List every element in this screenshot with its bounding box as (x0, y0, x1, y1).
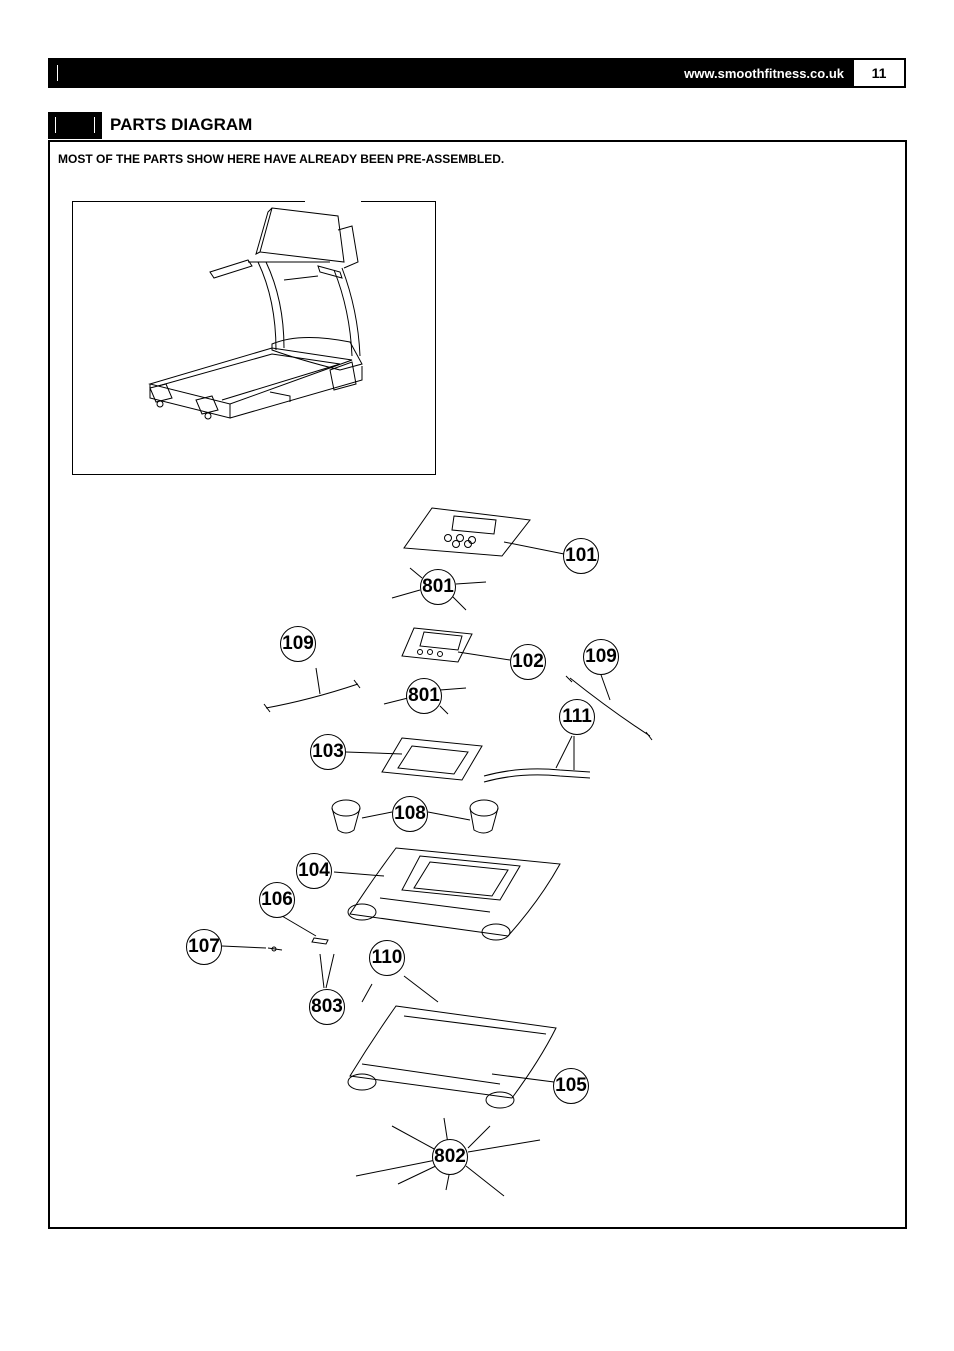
website-url[interactable]: www.smoothfitness.co.uk (684, 66, 844, 81)
part-108-cups (331, 799, 499, 834)
part-106-107-small (221, 915, 329, 952)
callout-105: 105 (553, 1068, 589, 1104)
part-104-housing (333, 847, 561, 941)
page-number: 11 (852, 60, 904, 86)
callout-107: 107 (186, 929, 222, 965)
callout-108: 108 (392, 796, 428, 832)
part-110-screws (361, 975, 439, 1003)
part-802-screws (355, 1117, 541, 1197)
callout-111: 111 (559, 699, 595, 735)
callout-101: 101 (563, 538, 599, 574)
callout-110: 110 (369, 940, 405, 976)
section-marker-divider (55, 117, 56, 133)
callout-801-middle: 801 (406, 678, 442, 714)
callout-801-top: 801 (420, 569, 456, 605)
callout-109-left: 109 (280, 626, 316, 662)
header-bar: www.smoothfitness.co.uk 11 (48, 58, 906, 88)
section-title: PARTS DIAGRAM (110, 115, 253, 134)
callout-106: 106 (259, 882, 295, 918)
section-marker (48, 112, 102, 139)
pre-assembled-note: MOST OF THE PARTS SHOW HERE HAVE ALREADY… (58, 152, 505, 166)
callout-803: 803 (309, 989, 345, 1025)
callout-109-right: 109 (583, 639, 619, 675)
part-111-rods (483, 735, 591, 783)
header-divider (57, 65, 58, 81)
callout-103: 103 (310, 734, 346, 770)
callout-104: 104 (296, 853, 332, 889)
part-109-cables (263, 667, 653, 741)
callout-802: 802 (432, 1139, 468, 1175)
content-frame (48, 140, 907, 1229)
part-101-overlay (403, 507, 565, 557)
part-803-screws (319, 953, 335, 989)
part-105-lower-housing (347, 1005, 557, 1109)
callout-102: 102 (510, 644, 546, 680)
treadmill-overview-box (72, 201, 436, 475)
overview-box-gap (305, 199, 361, 203)
part-102-panel (401, 627, 511, 663)
treadmill-illustration (148, 207, 363, 420)
section-marker-divider (94, 117, 95, 133)
part-103-frame (345, 737, 483, 781)
part-801-screws-top (391, 567, 487, 611)
